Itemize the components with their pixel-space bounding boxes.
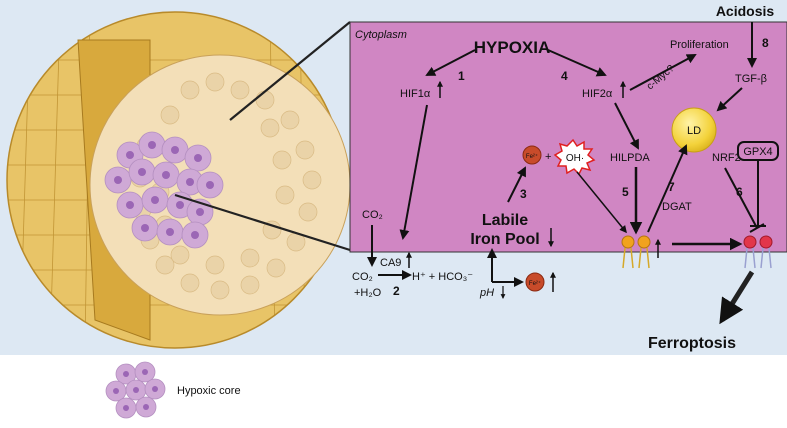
legend-hypoxic-core-icon	[105, 361, 166, 419]
hif2a-label: HIF2α	[582, 88, 613, 100]
acidosis-label: Acidosis	[716, 3, 775, 19]
arrow-hif1a-ca9	[399, 104, 428, 240]
step-8: 8	[762, 36, 769, 50]
hilpda-label: HILPDA	[610, 152, 650, 164]
lipid-droplet	[671, 107, 717, 153]
h2o-label: +H₂O	[354, 287, 382, 299]
arrow-hif2a-proliferation	[629, 54, 697, 91]
nrf2-label: NRF2	[712, 152, 741, 164]
oh-label: OH·	[566, 153, 584, 164]
arrow-ferroptosis	[719, 270, 755, 325]
zoom-line-bottom	[174, 193, 351, 252]
step-3: 3	[520, 187, 527, 201]
arrow-hypoxia-hif2a	[547, 49, 607, 77]
fe-label: Fe²⁺	[526, 153, 538, 160]
step-2: 2	[393, 284, 400, 298]
ferroptosis-label: Ferroptosis	[648, 335, 736, 352]
dgat-label: DGAT	[662, 201, 692, 213]
step-5: 5	[622, 185, 629, 199]
arrow-hif2a-hilpda	[614, 102, 639, 150]
hypoxic-core	[104, 131, 224, 249]
gpx4-label: GPX4	[743, 146, 772, 158]
arrow-hypoxia-hif1a	[425, 49, 476, 76]
step-4: 4	[561, 69, 568, 83]
step-6: 6	[736, 185, 743, 199]
fe-ion	[522, 145, 542, 165]
fe-label-bottom: Fe²⁺	[529, 280, 541, 287]
proliferation-label: Proliferation	[670, 39, 729, 51]
step-1: 1	[458, 69, 465, 83]
co2-top-label: CO₂	[362, 209, 383, 221]
legend-hypoxic-core-label: Hypoxic core	[177, 385, 241, 397]
labile-label-line1: Labile	[482, 212, 528, 229]
peroxidized-lipid-pair	[743, 235, 773, 269]
fe-ion-bottom	[525, 272, 545, 292]
arrow-iron-fe	[507, 166, 526, 203]
arrow-tgfb-ld	[716, 87, 743, 112]
arrow-oh-lipids	[576, 171, 627, 234]
ld-label: LD	[687, 125, 701, 137]
gpx4-box	[737, 141, 779, 161]
hif1a-label: HIF1α	[400, 88, 431, 100]
cytoplasm-panel	[349, 21, 787, 253]
ca9-label: CA9	[380, 257, 401, 269]
lipid-pair	[621, 235, 651, 269]
ph-label: pH	[479, 287, 494, 299]
inhibit-nrf2	[724, 167, 758, 229]
tgfb-label: TGF-β	[735, 73, 767, 85]
plus-sign: +	[545, 151, 551, 163]
hypoxia-label: HYPOXIA	[474, 38, 551, 57]
labile-label-line2: Iron Pool	[470, 231, 539, 248]
cytoplasm-label: Cytoplasm	[355, 29, 407, 41]
co2-bottom-label: CO₂	[352, 271, 373, 283]
step-7: 7	[668, 180, 675, 194]
reaction-label: H⁺ + HCO₃⁻	[412, 271, 473, 283]
arrow-lipids-ld	[647, 144, 688, 233]
zoom-line-top	[229, 21, 351, 121]
